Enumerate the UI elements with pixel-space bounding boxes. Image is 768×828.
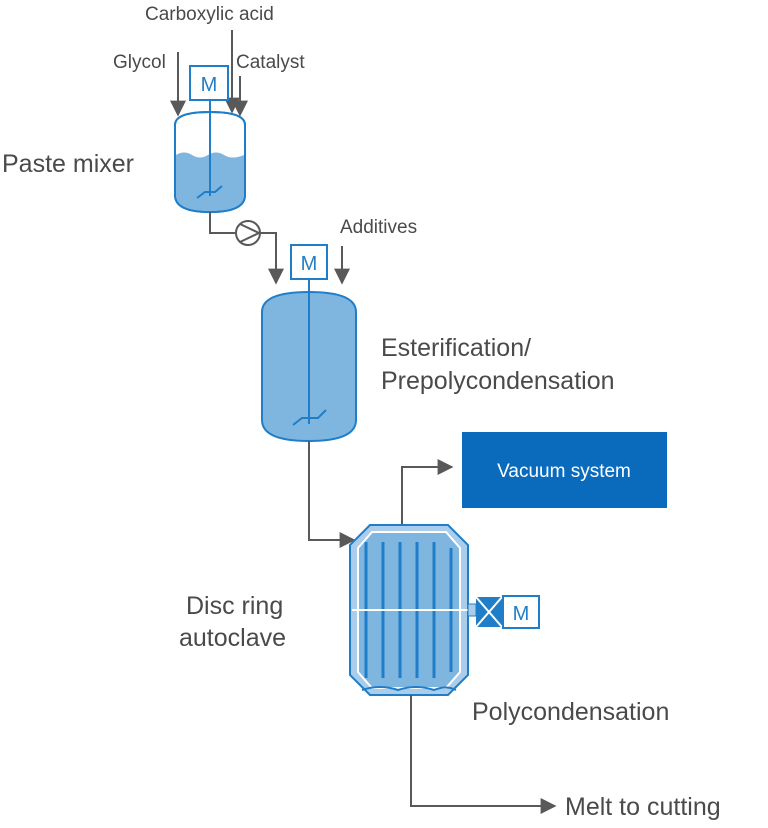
label-additives: Additives <box>340 217 417 238</box>
pump-icon <box>235 220 262 246</box>
label-catalyst: Catalyst <box>236 52 305 73</box>
esterification-motor: M <box>290 244 328 280</box>
label-vacuum-system: Vacuum system <box>497 461 631 482</box>
motor-label: M <box>301 253 318 275</box>
label-glycol: Glycol <box>113 52 166 73</box>
paste-mixer-vessel <box>174 100 246 214</box>
motor-label: M <box>201 74 218 96</box>
arrow-reactor-to-autoclave <box>308 441 356 548</box>
label-melt-to-cutting: Melt to cutting <box>565 793 721 821</box>
label-disc-ring: Disc ring <box>186 592 283 620</box>
arrow-pump-to-reactor <box>260 232 284 285</box>
line-mixer-to-pump <box>209 212 235 234</box>
paste-mixer-motor: M <box>189 65 229 101</box>
label-polycondensation: Polycondensation <box>472 698 669 726</box>
label-autoclave: autoclave <box>179 624 286 652</box>
autoclave-drive: M <box>467 595 540 629</box>
disc-ring-autoclave <box>349 524 470 696</box>
motor-label: M <box>513 603 530 625</box>
vacuum-system-box: Vacuum system <box>462 432 667 508</box>
esterification-vessel <box>261 280 357 443</box>
label-carboxylic-acid: Carboxylic acid <box>145 4 274 25</box>
label-paste-mixer: Paste mixer <box>2 150 134 178</box>
arrow-to-vacuum <box>401 459 454 527</box>
label-esterification: Esterification/ <box>381 334 531 362</box>
arrow-melt-out <box>410 695 557 814</box>
label-prepolycondensation: Prepolycondensation <box>381 367 615 395</box>
